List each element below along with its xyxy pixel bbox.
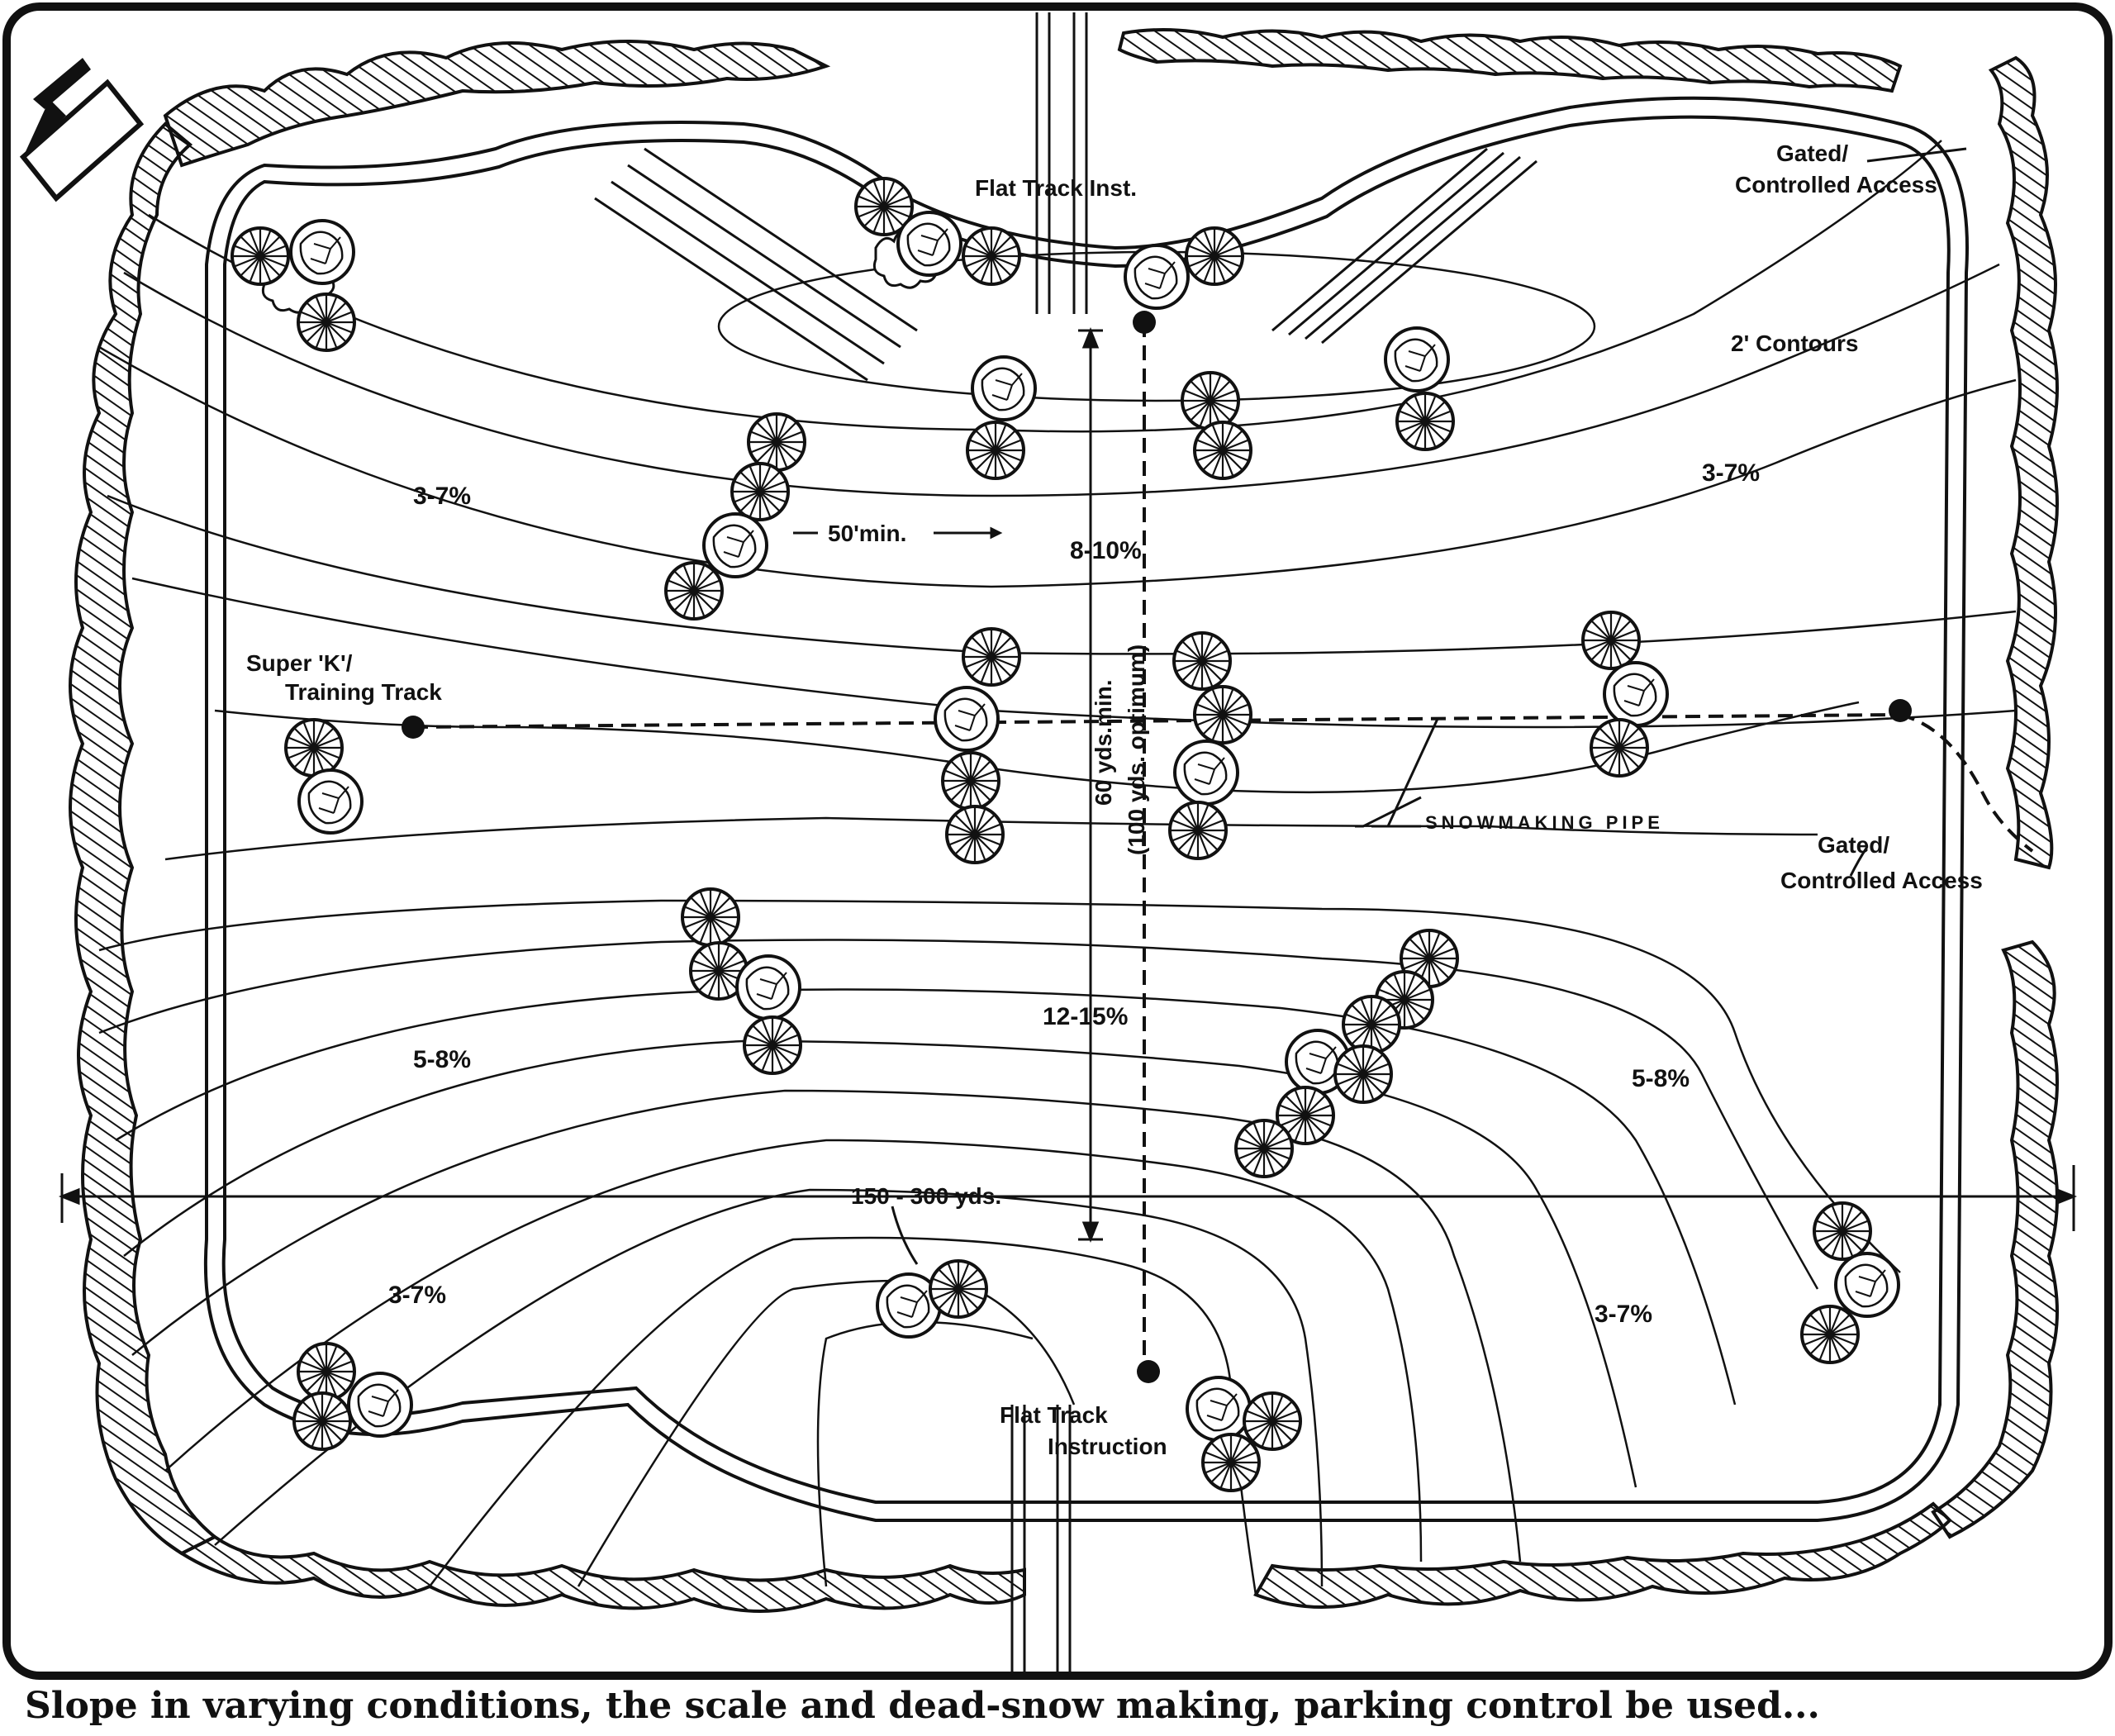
sixty-yds-line2: (100 yds. optimum) — [1124, 644, 1149, 855]
flat-track-bottom-line2: Instruction — [1048, 1434, 1167, 1459]
gated-access-right-line2: Controlled Access — [1780, 868, 1983, 893]
sixty-yds-line1: 60 yds.min. — [1091, 679, 1116, 806]
tree-cluster-bottom-right — [1800, 1201, 1900, 1364]
super-k-line1: Super 'K'/ — [246, 650, 353, 676]
tree-cluster-top-left — [231, 219, 356, 352]
tree-cluster-top-center — [854, 177, 1455, 480]
label-leader-lines — [793, 147, 1967, 1265]
super-k-line2: Training Track — [285, 679, 442, 705]
flat-track-top-label: Flat Track Inst. — [975, 175, 1137, 201]
figure-caption: Slope in varying conditions, the scale a… — [25, 1685, 1820, 1727]
flat-track-bottom-line1: Flat Track — [1000, 1402, 1108, 1428]
snowmaking-hydrants — [402, 311, 1912, 1383]
tree-cluster-upper-left-diagonal — [664, 412, 806, 621]
tree-cluster-left-track — [284, 718, 364, 835]
grade-mid-left: 5-8% — [413, 1046, 471, 1073]
grade-top-left: 3-7% — [413, 483, 471, 510]
tree-cluster-lower-left-diagonal — [681, 887, 802, 1075]
contours-label: 2' Contours — [1731, 331, 1858, 356]
slope-width-dimension — [58, 1165, 2078, 1231]
grade-center-top: 8-10% — [1070, 537, 1142, 564]
access-road — [1010, 12, 1088, 1677]
labels: Flat Track Inst. Gated/ Controlled Acces… — [246, 140, 1983, 1459]
grade-top-right: 3-7% — [1702, 459, 1760, 487]
tree-cluster-lower-right-diagonal — [1234, 929, 1459, 1178]
slope-length-dimension — [1078, 326, 1103, 1244]
north-arrow-icon — [19, 58, 145, 202]
snowmaking-pipe-label: SNOWMAKING PIPE — [1425, 812, 1664, 833]
gated-access-top-line2: Controlled Access — [1735, 172, 1937, 197]
tree-cluster-center-left — [934, 627, 1021, 864]
grade-center-bottom: 12-15% — [1043, 1003, 1128, 1030]
gated-access-right-line1: Gated/ — [1818, 832, 1889, 858]
fifty-min-label: 50'min. — [828, 521, 906, 546]
lift-line-hatch — [594, 147, 1538, 382]
grade-bottom-left: 3-7% — [388, 1282, 446, 1309]
grade-bottom-right: 3-7% — [1595, 1301, 1652, 1328]
grade-mid-right: 5-8% — [1632, 1065, 1690, 1092]
gated-access-top-line1: Gated/ — [1776, 140, 1848, 166]
width-dimension-label: 150 - 300 yds. — [851, 1183, 1001, 1209]
